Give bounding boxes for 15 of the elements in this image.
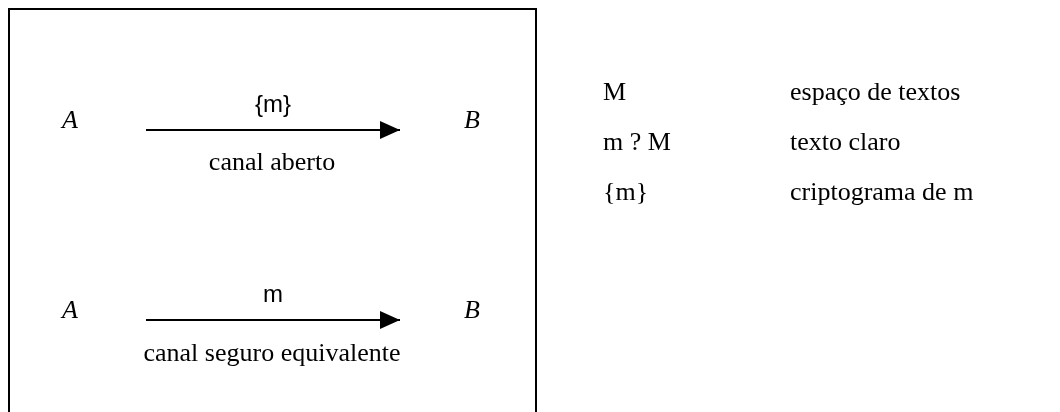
text-label: texto claro: [790, 127, 901, 157]
endpoint-label: A: [62, 102, 146, 138]
text-label: M: [603, 77, 627, 107]
text-label: canal aberto: [208, 147, 336, 177]
arrow: [145, 121, 401, 139]
endpoint-label: B: [400, 102, 480, 138]
text-label: {m}: [603, 177, 649, 207]
arrow: [145, 311, 401, 329]
text-label: espaço de textos: [790, 77, 961, 107]
frame-box: [8, 8, 537, 412]
endpoint-label: A: [62, 292, 146, 328]
text-label: m ? M: [603, 127, 671, 157]
text-label: criptograma de m: [790, 177, 974, 207]
endpoint-label: B: [400, 292, 480, 328]
text-label: canal seguro equivalente: [143, 338, 401, 368]
